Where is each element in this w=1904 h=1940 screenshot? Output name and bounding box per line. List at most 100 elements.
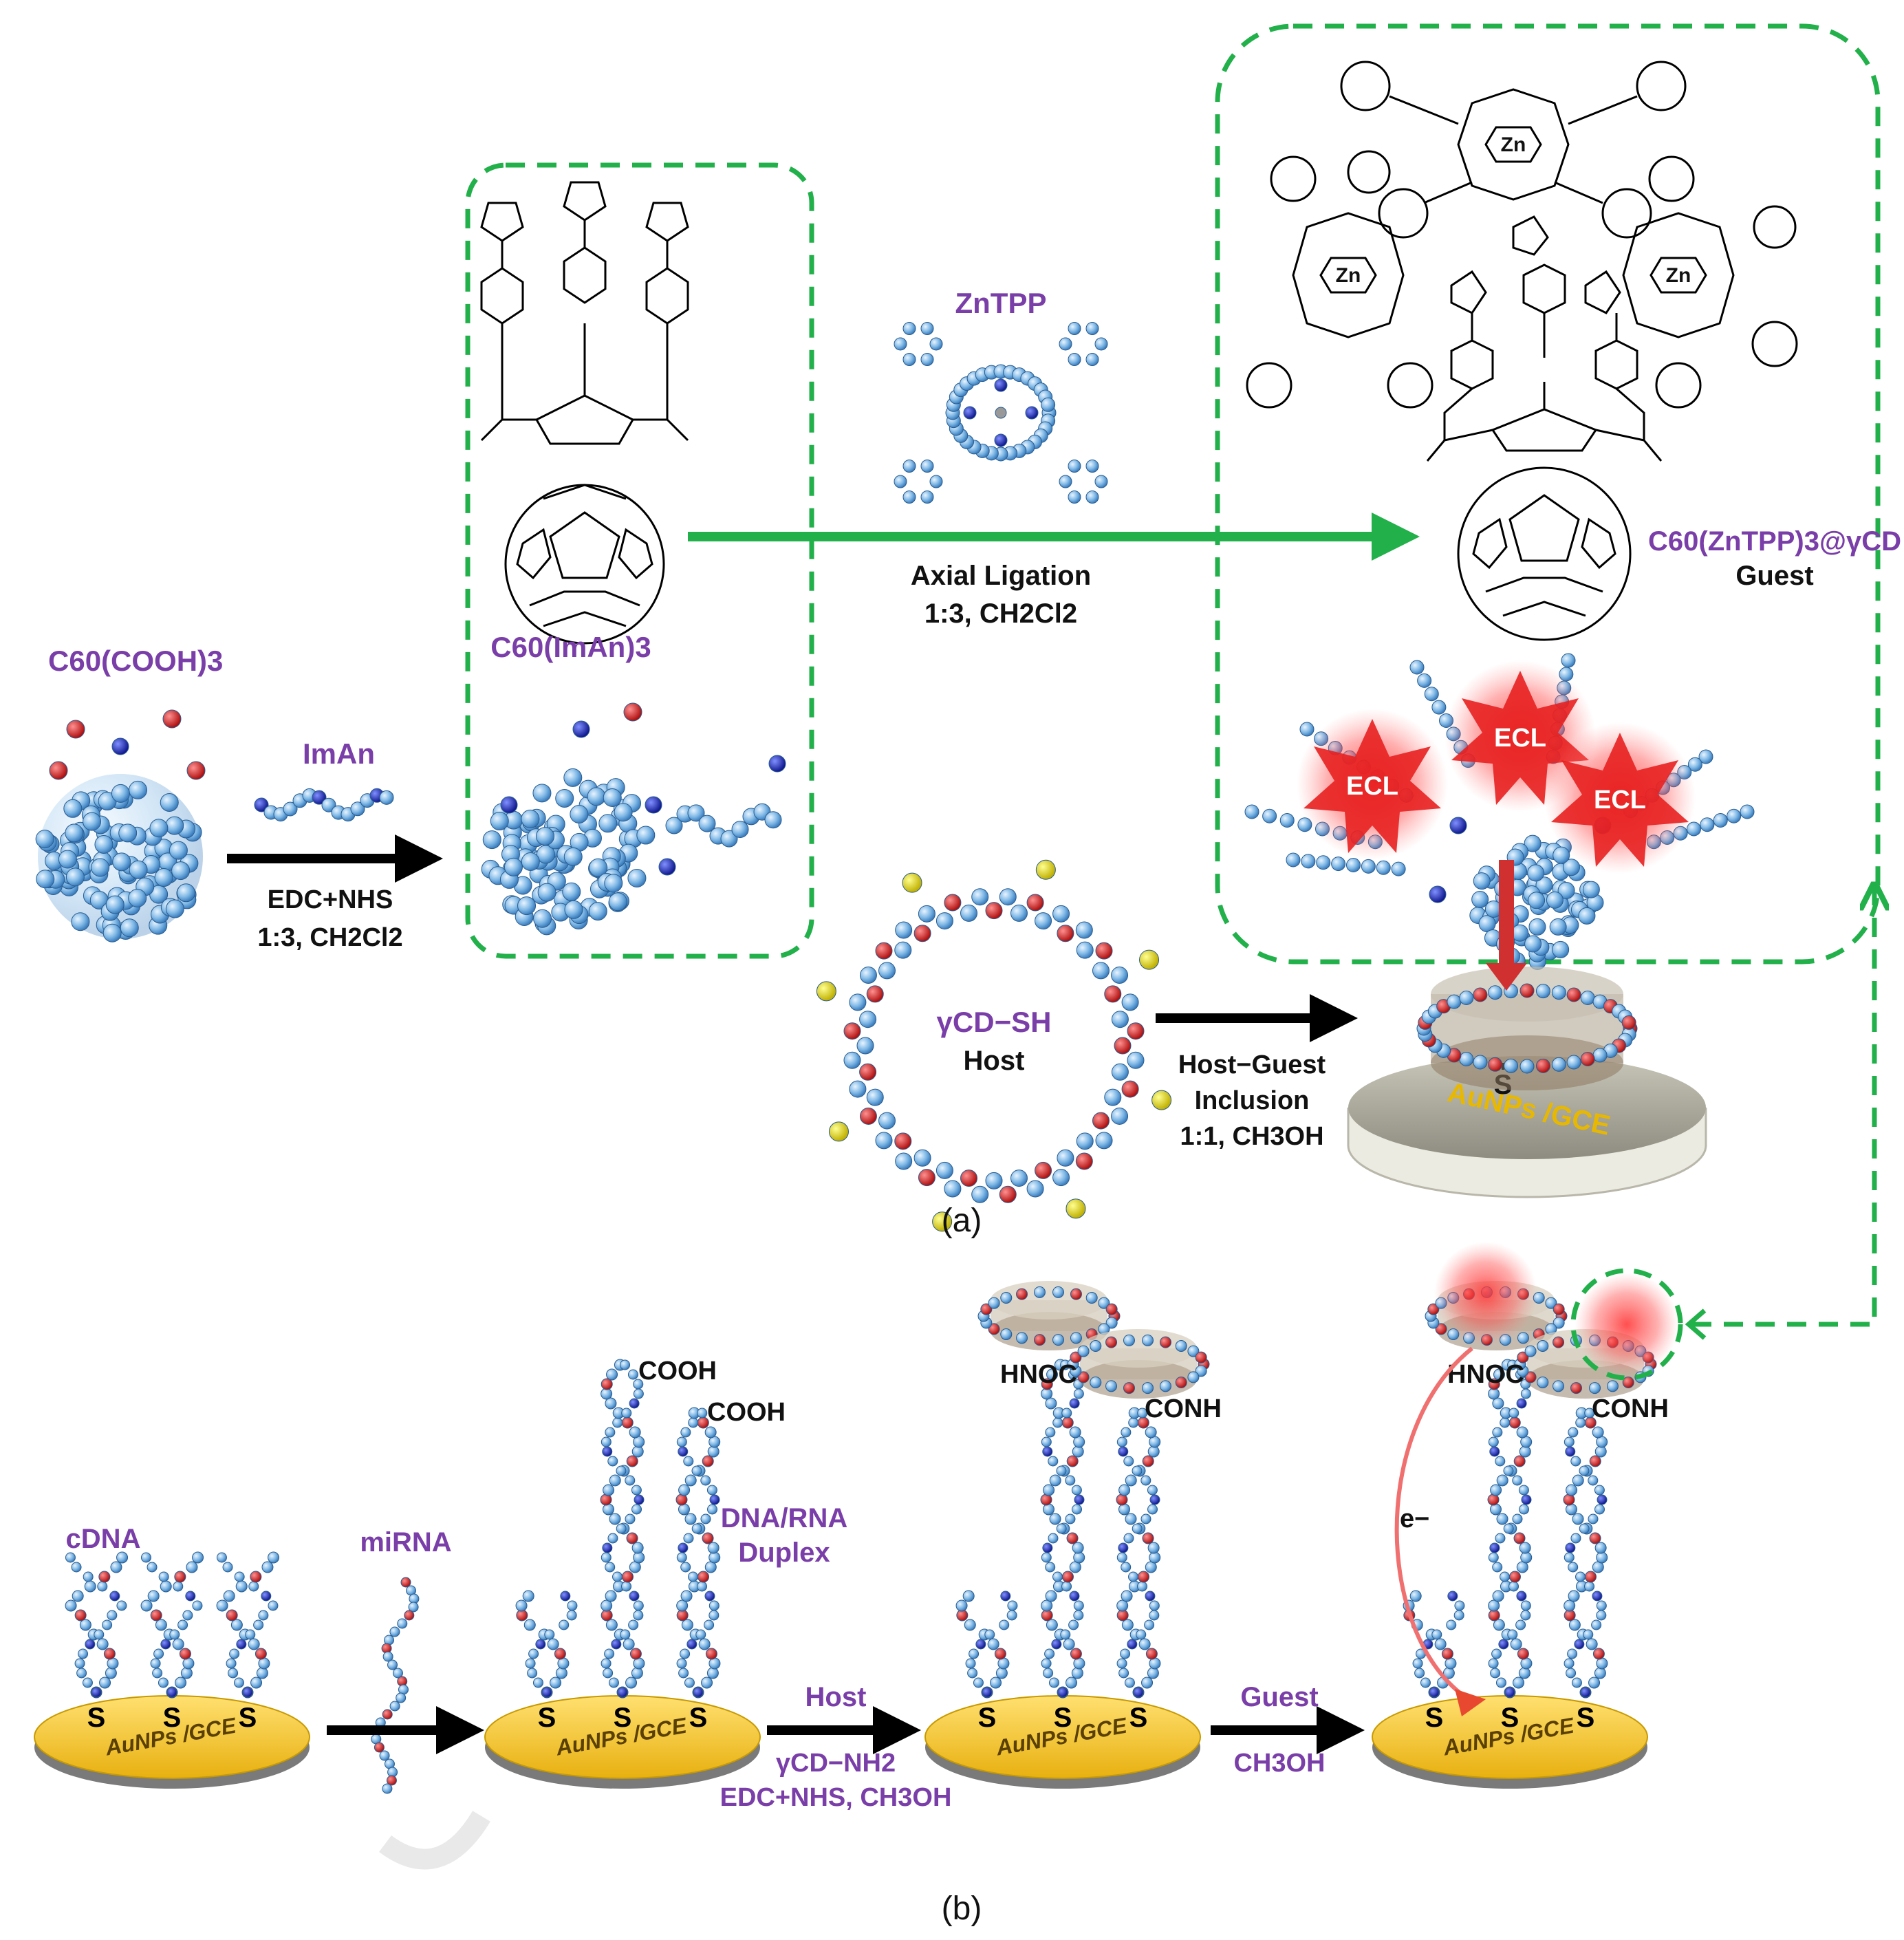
nucleotide-atom bbox=[634, 1494, 645, 1505]
thiol-sulfur: S bbox=[239, 1703, 257, 1733]
carbon-atom bbox=[482, 830, 501, 850]
nucleotide-atom bbox=[71, 1562, 82, 1573]
nucleotide-atom bbox=[1048, 1677, 1059, 1688]
nucleotide-atom bbox=[626, 1532, 638, 1544]
nucleotide-atom bbox=[704, 1426, 717, 1438]
nucleotide-atom bbox=[180, 1667, 193, 1679]
carbon-atom bbox=[588, 902, 607, 921]
nucleotide-atom bbox=[150, 1609, 162, 1621]
c60-cooh3-molecule bbox=[35, 709, 206, 942]
carbon-atom bbox=[902, 491, 916, 504]
atom bbox=[1447, 994, 1462, 1009]
nucleotide-atom bbox=[228, 1668, 239, 1679]
carbon-atom bbox=[1391, 861, 1406, 876]
oxygen-atom bbox=[186, 761, 206, 780]
nucleotide-atom bbox=[1487, 1494, 1500, 1506]
nucleotide-atom bbox=[236, 1639, 247, 1650]
ecl-label-1: ECL bbox=[1346, 772, 1398, 801]
nucleotide-atom bbox=[1132, 1465, 1143, 1476]
nitrogen-atom bbox=[645, 796, 662, 814]
nucleotide-atom bbox=[105, 1667, 117, 1679]
host-atom bbox=[1187, 1345, 1200, 1357]
nucleotide-atom bbox=[1070, 1648, 1082, 1660]
nucleotide-atom bbox=[1118, 1668, 1129, 1679]
nucleotide-atom bbox=[684, 1513, 697, 1525]
carbon-atom bbox=[120, 918, 139, 938]
nucleotide-atom bbox=[1575, 1571, 1586, 1582]
nucleotide-atom bbox=[627, 1369, 638, 1380]
rna-atom bbox=[400, 1577, 411, 1588]
nucleotide-atom bbox=[693, 1687, 704, 1698]
nucleotide-atom bbox=[1596, 1610, 1607, 1621]
oxygen-atom bbox=[843, 1022, 861, 1040]
nucleotide-atom bbox=[605, 1562, 616, 1573]
ecl-burst-1: ECL bbox=[1297, 709, 1448, 860]
nucleotide-atom bbox=[629, 1648, 642, 1660]
cooh-label-2: COOH bbox=[707, 1398, 786, 1427]
host-atom bbox=[1537, 1376, 1549, 1388]
nucleotide-atom bbox=[1140, 1513, 1151, 1524]
carbon-atom bbox=[1026, 1180, 1044, 1198]
oxygen-atom bbox=[875, 942, 893, 960]
oxygen-atom bbox=[894, 1132, 912, 1150]
carbon-atom bbox=[999, 888, 1017, 906]
nucleotide-atom bbox=[982, 1687, 993, 1698]
nucleotide-atom bbox=[1073, 1600, 1084, 1611]
carbon-atom bbox=[598, 814, 618, 833]
atom bbox=[1519, 1059, 1535, 1074]
guest-name: C60(ZnTPP)3@γCD bbox=[1648, 526, 1901, 557]
nucleotide-atom bbox=[1074, 1494, 1085, 1505]
nucleotide-atom bbox=[1147, 1445, 1160, 1458]
nucleotide-atom bbox=[1065, 1475, 1076, 1486]
rna-atom bbox=[382, 1709, 393, 1720]
step2-cond-1: Axial Ligation bbox=[911, 561, 1091, 591]
nitrogen-atom bbox=[1449, 817, 1467, 834]
nucleotide-atom bbox=[65, 1552, 76, 1563]
carbon-atom bbox=[1578, 907, 1596, 925]
carbon-atom bbox=[720, 830, 738, 848]
host-atom bbox=[1105, 1380, 1118, 1392]
nucleotide-atom bbox=[1045, 1562, 1056, 1573]
nucleotide-atom bbox=[1138, 1638, 1151, 1650]
guest-step-label: Guest bbox=[1240, 1682, 1318, 1712]
nucleotide-atom bbox=[525, 1658, 536, 1669]
sulfur-atom bbox=[1139, 949, 1160, 970]
nucleotide-atom bbox=[1564, 1552, 1575, 1563]
carbon-atom bbox=[920, 321, 934, 335]
nucleotide-atom bbox=[1510, 1638, 1522, 1650]
nucleotide-atom bbox=[707, 1504, 718, 1515]
oxygen-atom bbox=[960, 1170, 978, 1187]
nucleotide-atom bbox=[1513, 1455, 1526, 1467]
sulfur-atom bbox=[1151, 1090, 1172, 1110]
nucleotide-atom bbox=[633, 1388, 644, 1399]
carbon-atom bbox=[1316, 855, 1331, 870]
nucleotide-atom bbox=[1006, 1610, 1017, 1621]
carbon-atom bbox=[1121, 993, 1139, 1011]
electrode-a: AuNPs /GCE S bbox=[1347, 1056, 1707, 1198]
carbon-atom bbox=[1092, 962, 1110, 980]
nucleotide-atom bbox=[1049, 1513, 1061, 1525]
carbon-atom bbox=[533, 909, 552, 928]
carbon-atom bbox=[894, 475, 907, 488]
nucleotide-atom bbox=[681, 1619, 693, 1631]
nucleotide-atom bbox=[248, 1638, 260, 1650]
nucleotide-atom bbox=[612, 1417, 623, 1428]
c60-cooh3-label: C60(COOH)3 bbox=[48, 645, 223, 677]
nucleotide-atom bbox=[1116, 1436, 1127, 1447]
nucleotide-atom bbox=[1521, 1494, 1532, 1505]
carbon-atom bbox=[859, 1011, 877, 1028]
nucleotide-atom bbox=[1073, 1610, 1084, 1621]
cooh-label-1: COOH bbox=[638, 1357, 717, 1386]
nucleotide-atom bbox=[1516, 1398, 1527, 1409]
carbon-atom bbox=[1010, 904, 1028, 922]
carbon-atom bbox=[589, 858, 608, 877]
nucleotide-atom bbox=[706, 1485, 717, 1496]
atom bbox=[1519, 983, 1535, 998]
atom bbox=[1459, 991, 1474, 1006]
nucleotide-atom bbox=[256, 1667, 268, 1679]
thiol-sulfur: S bbox=[614, 1703, 632, 1733]
nucleotide-atom bbox=[79, 1619, 91, 1631]
oxygen-atom bbox=[1127, 1022, 1145, 1040]
nucleotide-atom bbox=[1434, 1638, 1447, 1650]
nitrogen-atom bbox=[111, 737, 129, 755]
